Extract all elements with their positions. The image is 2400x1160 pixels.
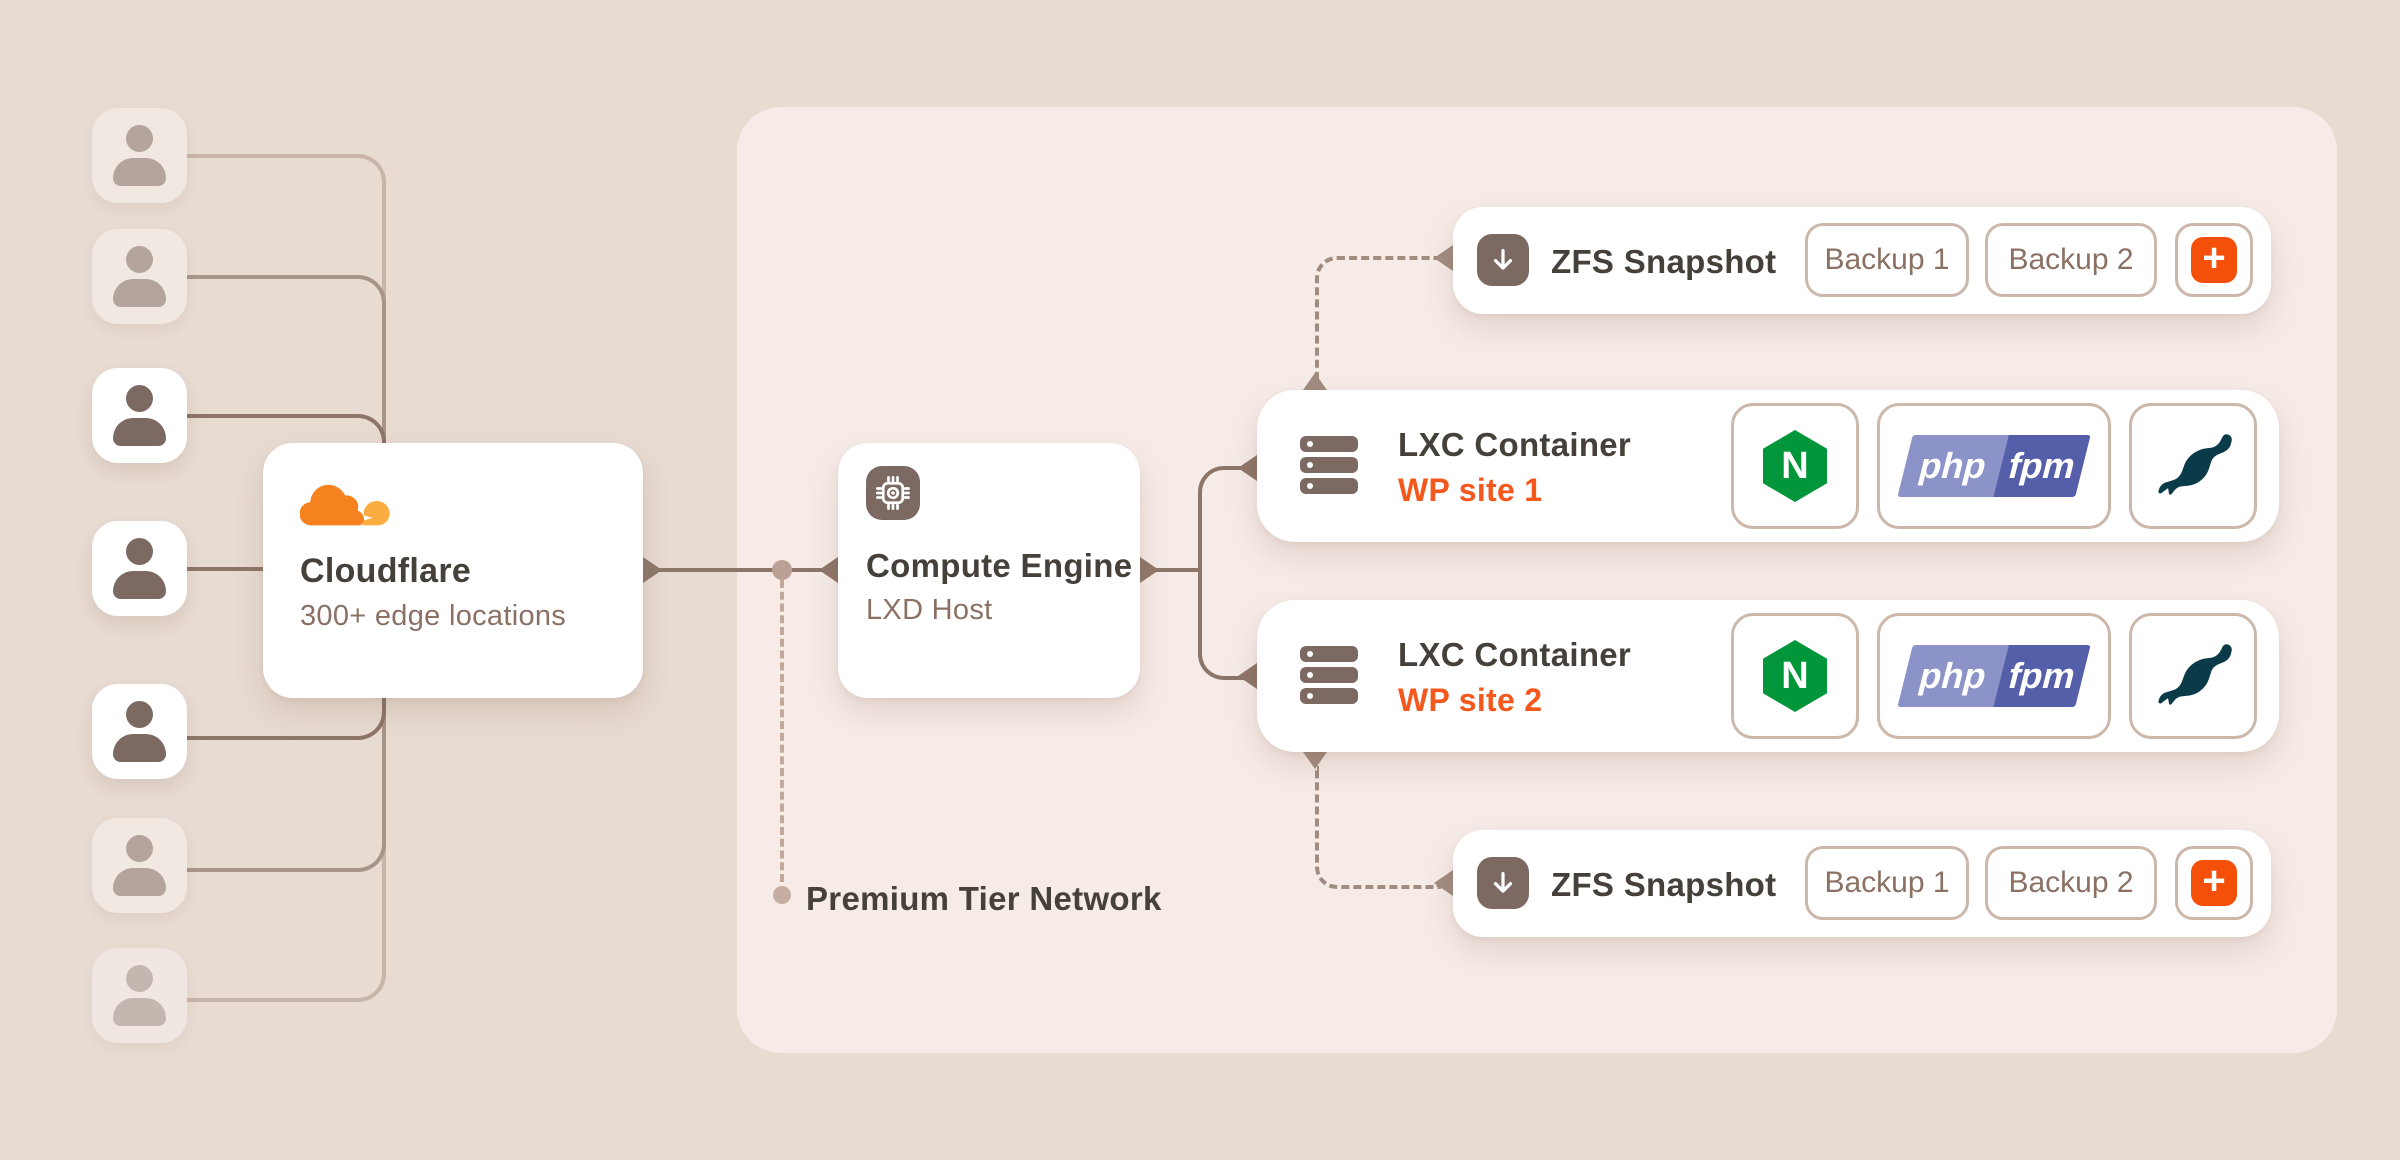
fpm-label: fpm	[2004, 655, 2081, 696]
user-icon	[126, 538, 153, 565]
add-backup-button[interactable]: +	[2175, 846, 2253, 920]
cpu-icon	[866, 466, 920, 520]
connector-user-3	[185, 414, 386, 449]
user-icon	[126, 246, 153, 273]
user-icon	[126, 835, 153, 862]
user-node-6[interactable]	[92, 818, 187, 913]
network-dashed-line	[780, 580, 784, 882]
server-stack-icon	[1300, 646, 1358, 704]
zfs-title: ZFS Snapshot	[1551, 243, 1777, 280]
nginx-chip[interactable]: N	[1731, 403, 1859, 529]
user-icon	[126, 385, 153, 412]
user-node-2[interactable]	[92, 229, 187, 324]
container-title: LXC Container	[1398, 426, 1632, 463]
connector-user-5	[185, 696, 386, 740]
network-junction-dot	[772, 560, 792, 580]
php-fpm-chip[interactable]: php fpm	[1877, 403, 2111, 529]
php-fpm-icon: php fpm	[1897, 645, 2091, 707]
mariadb-seal-icon	[2150, 426, 2236, 507]
add-backup-button[interactable]: +	[2175, 223, 2253, 297]
connector-user-2	[185, 275, 386, 449]
arrow-compute-in	[819, 557, 838, 583]
connector-user-6	[185, 696, 386, 872]
mariadb-chip[interactable]	[2129, 403, 2257, 529]
zfs-snapshot-row-bottom[interactable]: ZFS Snapshot Backup 1 Backup 2 +	[1453, 830, 2271, 937]
user-icon-body	[113, 998, 166, 1026]
user-icon-body	[113, 418, 166, 446]
user-icon-body	[113, 868, 166, 896]
arrow-container2-in	[1238, 663, 1257, 689]
network-label: Premium Tier Network	[806, 880, 1162, 917]
user-icon	[126, 125, 153, 152]
php-label: php	[1915, 655, 1992, 696]
user-icon-body	[113, 571, 166, 599]
user-icon-body	[113, 279, 166, 307]
plus-icon: +	[2191, 237, 2237, 283]
cloudflare-title: Cloudflare	[300, 552, 472, 590]
backup-2-button[interactable]: Backup 2	[1985, 223, 2157, 297]
user-node-4[interactable]	[92, 521, 187, 616]
nginx-chip[interactable]: N	[1731, 613, 1859, 739]
container-site: WP site 1	[1398, 472, 1543, 508]
server-stack-icon	[1300, 436, 1358, 494]
download-icon	[1477, 857, 1529, 909]
mariadb-chip[interactable]	[2129, 613, 2257, 739]
zfs-title: ZFS Snapshot	[1551, 866, 1777, 903]
download-icon	[1477, 234, 1529, 286]
user-node-3[interactable]	[92, 368, 187, 463]
user-icon	[126, 701, 153, 728]
fpm-label: fpm	[2004, 445, 2081, 486]
arrow-container1-in	[1238, 455, 1257, 481]
lxc-container-node-1[interactable]: LXC Container WP site 1 N php fpm	[1257, 390, 2279, 542]
user-icon	[126, 965, 153, 992]
zfs-snapshot-row-top[interactable]: ZFS Snapshot Backup 1 Backup 2 +	[1453, 207, 2271, 314]
cloudflare-logo-icon	[299, 474, 400, 537]
nginx-icon: N	[1763, 430, 1827, 502]
php-label: php	[1915, 445, 1992, 486]
compute-subtitle: LXD Host	[866, 594, 993, 626]
lxc-container-node-2[interactable]: LXC Container WP site 2 N php fpm	[1257, 600, 2279, 752]
dashed-arrow-snapshot-bottom-in	[1434, 870, 1453, 896]
user-node-7[interactable]	[92, 948, 187, 1043]
user-icon-body	[113, 734, 166, 762]
dashed-arrow-from-container2	[1303, 752, 1327, 769]
php-fpm-chip[interactable]: php fpm	[1877, 613, 2111, 739]
php-fpm-icon: php fpm	[1897, 435, 2091, 497]
dashed-line-snapshot-bottom	[1315, 766, 1441, 889]
connector-user-4	[187, 567, 265, 571]
container-site: WP site 2	[1398, 682, 1543, 718]
user-icon-body	[113, 158, 166, 186]
backup-1-button[interactable]: Backup 1	[1805, 223, 1969, 297]
container-title: LXC Container	[1398, 636, 1632, 673]
plus-icon: +	[2191, 860, 2237, 906]
dashed-arrow-snapshot-top-in	[1434, 245, 1453, 271]
compute-engine-node[interactable]: Compute Engine LXD Host	[838, 443, 1140, 698]
user-node-1[interactable]	[92, 108, 187, 203]
line-cloudflare-compute	[645, 568, 838, 572]
branch-line-top	[1198, 466, 1251, 576]
network-label-dot	[773, 886, 791, 904]
backup-1-button[interactable]: Backup 1	[1805, 846, 1969, 920]
line-branch-stub	[1146, 568, 1202, 572]
backup-2-button[interactable]: Backup 2	[1985, 846, 2157, 920]
user-node-5[interactable]	[92, 684, 187, 779]
branch-line-bottom	[1198, 568, 1251, 680]
nginx-icon: N	[1763, 640, 1827, 712]
mariadb-seal-icon	[2150, 636, 2236, 717]
dashed-line-snapshot-top	[1315, 256, 1441, 380]
compute-title: Compute Engine	[866, 547, 1133, 584]
cloudflare-subtitle: 300+ edge locations	[300, 600, 567, 632]
cloudflare-node[interactable]: Cloudflare 300+ edge locations	[263, 443, 643, 698]
